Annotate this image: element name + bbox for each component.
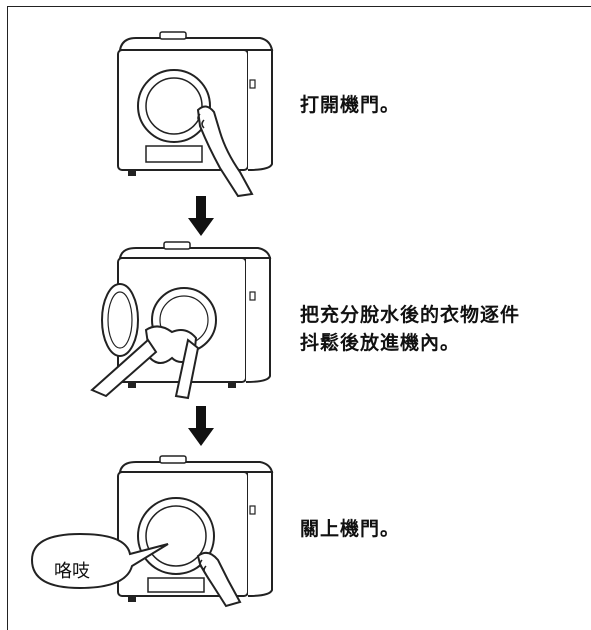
step-3-instruction: 關上機門。 xyxy=(300,518,401,540)
step-2-instruction-line-2: 抖鬆後放進機內。 xyxy=(300,332,461,354)
dryer-illustration-open-door xyxy=(117,31,274,198)
speech-bubble-text: 咯吱 xyxy=(54,561,90,582)
page-frame xyxy=(7,6,591,630)
down-arrow-icon xyxy=(188,406,214,446)
step-1-instruction: 打開機門。 xyxy=(300,94,401,116)
step-2-instruction-line-1: 把充分脫水後的衣物逐件 xyxy=(300,304,521,326)
speech-bubble xyxy=(30,532,169,590)
down-arrow-icon xyxy=(188,196,214,236)
dryer-illustration-closing-door xyxy=(117,455,274,608)
dryer-illustration-loading-clothes xyxy=(90,241,272,400)
